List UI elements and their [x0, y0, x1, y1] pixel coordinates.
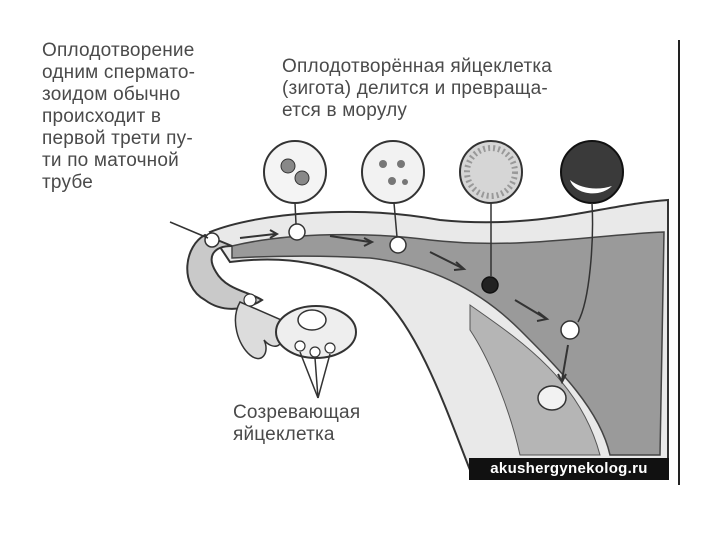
zygote-label: Оплодотворённая яйцеклетка (зигота) дели… — [282, 56, 552, 122]
maturing-egg-3 — [325, 343, 335, 353]
two-cell-in-tube — [390, 237, 406, 253]
follicle-large — [298, 310, 326, 330]
fertilization-site — [205, 233, 219, 247]
maturing-egg-1 — [295, 341, 305, 351]
zygote-connector — [295, 203, 296, 224]
cleavage-cell-4 — [402, 179, 408, 185]
blastocyst-in-uterus — [561, 321, 579, 339]
fertilization-label: Оплодотворение одним спермато- зоидом об… — [42, 40, 195, 194]
fertilization-pointer — [170, 222, 208, 238]
cleavage-cell-3 — [388, 177, 396, 185]
zygote-in-tube — [289, 224, 305, 240]
maturing-egg-pointers — [300, 352, 330, 398]
implanting-embryo — [538, 386, 566, 410]
ovulated-egg — [244, 294, 256, 306]
zygote-nucleus-2 — [295, 171, 309, 185]
cleavage-cell-1 — [379, 160, 387, 168]
zygote-illustration — [264, 141, 326, 203]
blastocyst-illustration — [561, 141, 623, 203]
zygote-nucleus-1 — [281, 159, 295, 173]
watermark: akushergynekolog.ru — [469, 458, 669, 480]
maturing-egg-label: Созревающая яйцеклетка — [233, 402, 360, 446]
cleavage-illustration — [362, 141, 424, 203]
morula-in-tube — [482, 277, 498, 293]
cleavage-cell-2 — [397, 160, 405, 168]
maturing-egg-2 — [310, 347, 320, 357]
